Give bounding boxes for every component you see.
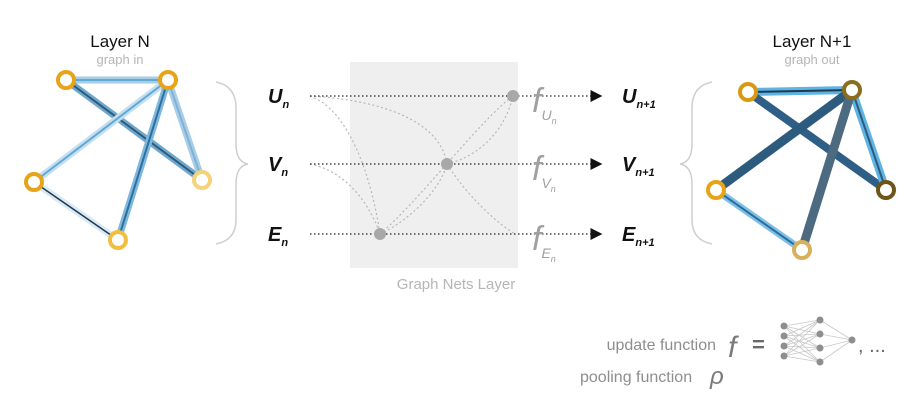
node bbox=[738, 82, 758, 102]
input-graph-title: Layer N bbox=[90, 32, 150, 51]
equals-sign: = bbox=[752, 332, 765, 357]
f-v-symbol: fVn bbox=[532, 150, 556, 194]
graph-nets-layer-label: Graph Nets Layer bbox=[397, 276, 515, 293]
update-function-symbol: f bbox=[728, 331, 739, 364]
f-e-symbol: fEn bbox=[532, 220, 556, 264]
v-input-label: Vn bbox=[268, 154, 288, 179]
edge bbox=[747, 89, 853, 93]
e-update-dot bbox=[374, 228, 386, 240]
node bbox=[792, 240, 812, 260]
curve bbox=[446, 95, 514, 165]
output-graph-edges bbox=[711, 85, 890, 255]
output-brace bbox=[679, 81, 713, 245]
input-graph-nodes bbox=[24, 70, 212, 250]
update-points bbox=[374, 90, 519, 240]
main-flow-lines bbox=[310, 90, 603, 240]
e-input-label: En bbox=[268, 224, 288, 249]
input-graph-subtitle: graph in bbox=[97, 52, 144, 67]
curve bbox=[379, 163, 448, 235]
e-output-label: En+1 bbox=[622, 224, 655, 249]
neural-net-icon bbox=[780, 316, 856, 366]
edge bbox=[851, 89, 887, 191]
node bbox=[56, 70, 76, 90]
pooling-function-label: pooling function bbox=[580, 369, 692, 386]
curve bbox=[309, 95, 381, 235]
edge bbox=[744, 88, 890, 194]
node bbox=[192, 170, 212, 190]
input-brace bbox=[215, 81, 249, 245]
curve bbox=[309, 95, 448, 165]
output-graph-title: Layer N+1 bbox=[773, 32, 852, 51]
legend-ellipsis: , ... bbox=[858, 335, 886, 357]
update-function-label: update function bbox=[607, 337, 716, 354]
f-u-symbol: fUn bbox=[532, 82, 557, 126]
edge bbox=[33, 79, 169, 183]
legend: update function f = , ... pooling functi… bbox=[580, 316, 886, 390]
input-graph-edges bbox=[30, 76, 206, 244]
input-graph: Layer N graph in bbox=[24, 32, 212, 250]
v-output-label: Vn+1 bbox=[622, 154, 655, 179]
node bbox=[24, 172, 44, 192]
edge bbox=[797, 85, 857, 255]
pooling-function-symbol: ρ bbox=[709, 363, 724, 390]
v-update-dot bbox=[441, 158, 453, 170]
edge bbox=[715, 189, 803, 251]
edge bbox=[167, 79, 203, 181]
u-input-label: Un bbox=[268, 86, 289, 111]
input-labels: Un Vn En bbox=[268, 86, 289, 249]
output-labels: Un+1 Vn+1 En+1 bbox=[622, 86, 656, 249]
u-update-dot bbox=[507, 90, 519, 102]
edge bbox=[117, 79, 169, 241]
node bbox=[108, 230, 128, 250]
edge bbox=[33, 181, 119, 241]
u-output-label: Un+1 bbox=[622, 86, 656, 111]
update-function-symbols: fUn fVn fEn bbox=[532, 82, 557, 264]
node bbox=[842, 80, 862, 100]
edge bbox=[711, 85, 857, 195]
node bbox=[158, 70, 178, 90]
node bbox=[706, 180, 726, 200]
output-graph-subtitle: graph out bbox=[785, 52, 840, 67]
node bbox=[876, 180, 896, 200]
curve bbox=[309, 163, 381, 235]
output-graph: Layer N+1 graph out bbox=[706, 32, 896, 260]
edge bbox=[65, 79, 203, 181]
output-graph-nodes bbox=[706, 80, 896, 260]
